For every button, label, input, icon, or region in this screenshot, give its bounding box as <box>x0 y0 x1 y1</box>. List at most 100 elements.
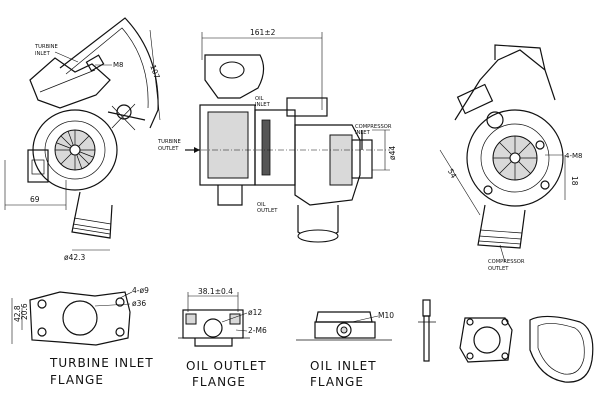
label-oil-inlet-2: INLET <box>255 102 271 108</box>
dim-line-54 <box>439 149 481 216</box>
label-107: 107 <box>148 63 161 80</box>
oil-outlet-hole-a <box>185 313 197 325</box>
label-diameter-42-3: ø42.3 <box>64 253 86 262</box>
gasket-shaped-inner <box>537 323 585 375</box>
label-bore-36: ø36 <box>132 299 146 308</box>
label-69: 69 <box>30 195 40 204</box>
caption-turbine-flange: FLANGE <box>50 373 104 387</box>
label-turbine-outlet-2: OUTLET <box>158 146 179 152</box>
leader-12 <box>221 312 248 323</box>
bolt-hole-c <box>540 180 550 190</box>
turbine-body-foot <box>217 185 243 206</box>
label-oil-inlet-1: OIL <box>255 96 264 102</box>
oil-outlet-flange-detail: 38.1±0.4 ø12 2-M6 OIL OUTLET FLANGE <box>178 287 267 389</box>
label-m10: M10 <box>378 311 394 320</box>
oil-inlet-flange-detail: M10 OIL INLET FLANGE <box>296 311 394 389</box>
right-top-flange <box>494 44 546 71</box>
label-18: 18 <box>570 176 579 186</box>
dim-line-107 <box>149 29 161 121</box>
label-20-6: 20.6 <box>20 303 29 320</box>
turbine-housing-inner-line <box>65 27 149 109</box>
gasket-shaped-outer <box>529 315 594 383</box>
label-bore-12: ø12 <box>248 308 262 317</box>
left-view-turbine-side: TURBINE INLET M8 107 69 ø42.3 <box>4 17 162 262</box>
accessories <box>418 299 594 383</box>
compressor-outlet-mouth <box>297 229 339 243</box>
wastegate-port <box>31 159 45 175</box>
oil-inlet-top <box>315 311 373 323</box>
compressor-inlet-shade <box>329 134 353 186</box>
center-housing-band <box>261 119 271 176</box>
flange-hole-1 <box>37 299 47 309</box>
leader-compressor-outlet <box>499 244 506 263</box>
label-2-m6: 2-M6 <box>248 326 267 335</box>
label-diameter-44: ø44 <box>388 146 397 160</box>
oil-inlet-boss <box>286 97 328 117</box>
turbine-inlet-flange <box>29 57 111 109</box>
oil-outlet-bore <box>203 318 223 338</box>
leader-4-9 <box>119 291 133 299</box>
turbine-flange-outline <box>29 291 131 346</box>
caption-oil-inlet-flange: FLANGE <box>310 375 364 389</box>
oil-inlet-bore-core <box>340 326 348 334</box>
label-oil-outlet-2: OUTLET <box>257 208 278 214</box>
arrow-head-turbine <box>194 147 200 153</box>
caption-turbine-inlet: TURBINE INLET <box>49 356 154 370</box>
right-pipe-ribs <box>478 229 523 245</box>
compressor-volute-mid <box>480 123 550 193</box>
center-inlet-flange <box>204 54 265 99</box>
label-compressor-outlet-1: COMPRESSOR <box>488 259 525 265</box>
turbine-flange-bore <box>62 300 98 336</box>
compressor-housing <box>294 124 361 206</box>
leader-2-m6 <box>235 329 248 332</box>
leader-turbine-inlet <box>54 51 79 63</box>
label-42-8: 42.8 <box>13 305 22 322</box>
right-view-compressor-side: 4-M8 54 18 COMPRESSOR OUTLET <box>439 44 582 272</box>
turbine-inlet-flange-detail: 4-ø9 ø36 42.8 20.6 TURBINE INLET FLANGE <box>11 286 154 387</box>
gasket-hole-3 <box>466 352 474 360</box>
label-38-1: 38.1±0.4 <box>198 287 233 296</box>
center-inlet-port <box>219 61 245 79</box>
flange-hole-3 <box>37 327 47 337</box>
leader-36 <box>94 303 131 307</box>
label-54: 54 <box>446 167 459 180</box>
turbine-body-shade <box>207 111 249 179</box>
label-m8: M8 <box>113 61 124 69</box>
label-4-holes: 4-ø9 <box>132 286 149 295</box>
gasket-hole-4 <box>501 352 509 360</box>
flange-hole-4 <box>115 327 125 337</box>
gasket-hole-2 <box>501 318 509 326</box>
compressor-nut <box>509 152 521 164</box>
actuator-clip <box>111 103 136 131</box>
label-turbine-outlet-1: TURBINE <box>157 139 181 145</box>
oil-inlet-bore <box>336 322 352 338</box>
label-oil-outlet-1: OIL <box>257 202 266 208</box>
oil-inlet-body <box>314 321 376 339</box>
compressor-outlet-pipe-right <box>477 204 526 249</box>
label-turbine-inlet-2: INLET <box>35 51 51 57</box>
actuator-rod <box>107 111 146 121</box>
turbine-housing-outline <box>59 17 159 129</box>
actuator-hub <box>116 104 132 120</box>
banjo-bolt-shaft <box>423 315 430 362</box>
flange-edge <box>39 69 96 93</box>
oil-outlet-foot <box>194 338 233 347</box>
stud-m8 <box>85 54 105 72</box>
bolt-hole-b <box>483 185 493 195</box>
label-compressor-inlet-2: INLET <box>355 130 371 136</box>
oil-outlet-hole-b <box>229 313 241 325</box>
wastegate-block <box>27 149 49 183</box>
gasket-hole-1 <box>466 318 474 326</box>
label-4-m8: 4-M8 <box>565 152 582 160</box>
compressor-volute-outer <box>466 109 564 207</box>
label-compressor-outlet-2: OUTLET <box>488 266 509 272</box>
right-top-outline <box>454 49 556 121</box>
bolt-hole-a <box>535 140 545 150</box>
caption-oil-outlet-flange: FLANGE <box>192 375 246 389</box>
outlet-pipe <box>71 191 113 239</box>
outlet-pipe-ribs <box>72 217 112 235</box>
center-housing <box>254 109 296 186</box>
caption-oil-inlet: OIL INLET <box>310 359 377 373</box>
label-161: 161±2 <box>250 28 276 37</box>
